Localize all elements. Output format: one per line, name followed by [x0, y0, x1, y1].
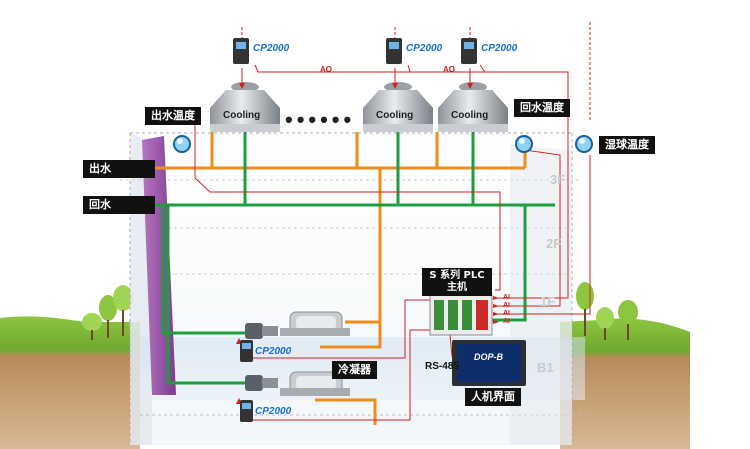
hmi-panel [452, 340, 526, 386]
ai-label-3: AI [503, 310, 510, 317]
floor-label-b1: B1 [537, 360, 554, 375]
rs485-label: RS-485 [425, 361, 459, 372]
drive-label-bottom-2: CP2000 [255, 406, 292, 417]
drive-label-top-3: CP2000 [481, 43, 518, 54]
cooling-tower-label-2: Cooling [376, 110, 414, 121]
ao-label-1: AO [320, 65, 332, 74]
drive-label-top-1: CP2000 [253, 43, 290, 54]
hmi-brand: DOP-B [474, 352, 503, 362]
ai-label-4: AI [503, 318, 510, 325]
supply-temp-label: 出水温度 [145, 107, 201, 125]
more-towers-ellipsis: •••••• [285, 107, 356, 132]
signal-lines [194, 20, 591, 421]
trees-left [82, 285, 133, 340]
vfd-icon [240, 340, 253, 362]
supply-water-label: 出水 [83, 160, 155, 178]
floor-label-2f: 2F [546, 236, 562, 251]
vfd-icon [386, 38, 402, 64]
return-temp-label: 回水温度 [514, 99, 570, 117]
return-pipes [150, 132, 555, 385]
sensor-wet-bulb-temp [575, 135, 593, 153]
vfd-icon [233, 38, 249, 64]
vfd-icon [240, 400, 253, 422]
sensor-return-temp [515, 135, 533, 153]
chiller-unit-1 [245, 311, 350, 339]
drive-label-top-2: CP2000 [406, 43, 443, 54]
cooling-tower-1 [210, 82, 280, 132]
hmi-label: 人机界面 [465, 388, 521, 406]
cooling-tower-2 [363, 82, 433, 132]
plc-label-line2: 主机 [447, 282, 467, 293]
floor-label-3f: 3F [550, 172, 566, 187]
cooling-tower-3 [438, 82, 508, 132]
sensor-supply-temp [173, 135, 191, 153]
plc-label-line1: S 系列 PLC [429, 270, 485, 281]
cooling-tower-label-3: Cooling [451, 110, 489, 121]
ai-label-1: AI [503, 294, 510, 301]
plc-label: S 系列 PLC 主机 [422, 268, 492, 296]
ground-right [560, 318, 690, 449]
wet-bulb-temp-label: 湿球温度 [599, 136, 655, 154]
floor-label-1f: 1F [540, 294, 556, 309]
ao-label-2: AO [443, 65, 455, 74]
ground-left [0, 316, 140, 449]
supply-pipes [150, 132, 527, 425]
vfd-icon [461, 38, 477, 64]
ai-label-2: AI [503, 302, 510, 309]
return-water-label: 回水 [83, 196, 155, 214]
condenser-label: 冷凝器 [332, 361, 377, 379]
drive-label-bottom-1: CP2000 [255, 346, 292, 357]
plc-unit [429, 294, 493, 336]
cooling-tower-label-1: Cooling [223, 110, 261, 121]
chiller-unit-2 [245, 371, 350, 396]
